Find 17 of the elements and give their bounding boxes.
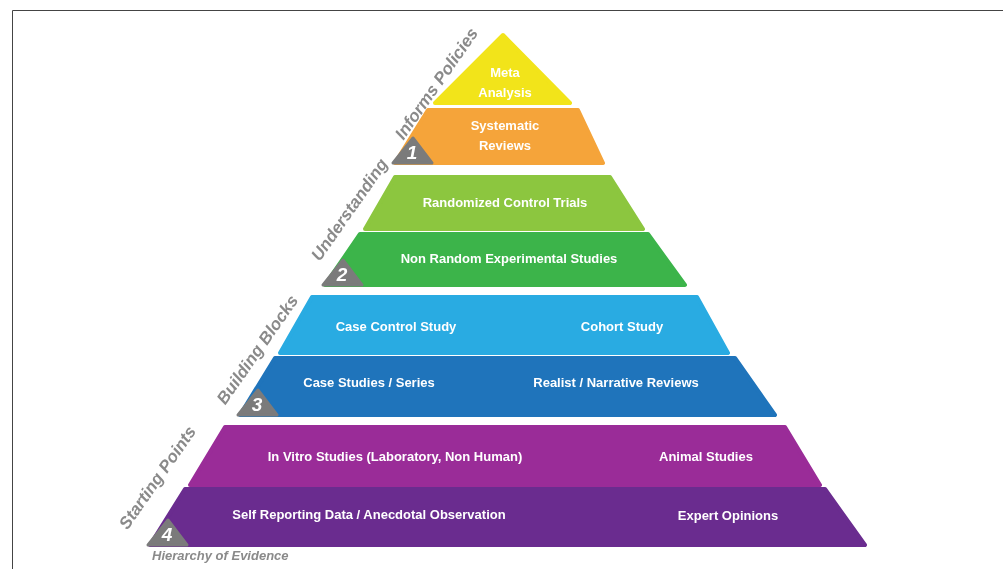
tier-label: In Vitro Studies (Laboratory, Non Human) xyxy=(267,448,523,466)
tier-label: Meta Analysis xyxy=(477,64,533,102)
tier-label: Realist / Narrative Reviews xyxy=(533,374,699,392)
level-number: 4 xyxy=(161,525,173,545)
tier-label: Self Reporting Data / Anecdotal Observation xyxy=(232,506,506,524)
tier-label: Animal Studies xyxy=(659,448,753,466)
caption: Hierarchy of Evidence xyxy=(152,548,289,563)
level-triangle xyxy=(323,260,362,285)
tier-label: Cohort Study xyxy=(580,318,664,336)
tier-label: Case Control Study xyxy=(335,318,457,336)
tier-label: Case Studies / Series xyxy=(303,374,435,392)
tier-label: Expert Opinions xyxy=(677,507,779,525)
level-number: 2 xyxy=(336,265,348,285)
tier-label: Non Random Experimental Studies xyxy=(400,250,618,268)
level-number: 1 xyxy=(406,143,418,163)
tier-label: Randomized Control Trials xyxy=(422,194,588,212)
tier-label: Systematic Reviews xyxy=(469,117,541,155)
